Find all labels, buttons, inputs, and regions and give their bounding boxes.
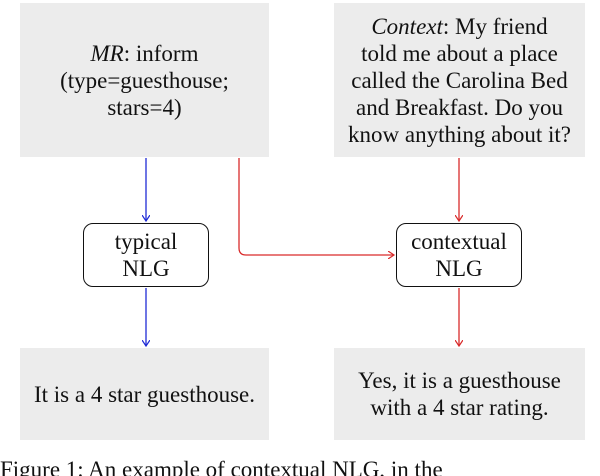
contextual-output-box: Yes, it is a guesthouse with a 4 star ra… <box>334 348 585 440</box>
mr-inform: : inform <box>123 40 199 66</box>
contextual-output-line-2: with a 4 star rating. <box>370 395 549 420</box>
contextual-output-text: Yes, it is a guesthouse with a 4 star ra… <box>358 367 561 421</box>
mr-label: MR <box>90 40 124 66</box>
typical-output-box: It is a 4 star guesthouse. <box>20 348 269 440</box>
typical-output-text: It is a 4 star guesthouse. <box>33 381 255 407</box>
mr-line-2: (type=guesthouse; <box>60 67 229 93</box>
context-line-3: called the Carolina Bed <box>351 67 568 93</box>
context-label: Context <box>371 13 443 39</box>
arrow-mr-to-contextual <box>238 158 394 255</box>
mr-line-3: stars=4) <box>107 94 182 120</box>
mr-box: MR: inform (type=guesthouse; stars=4) <box>20 3 269 157</box>
context-line-5: know anything about it? <box>348 121 571 147</box>
contextual-nlg-line-1: contextual <box>411 229 507 254</box>
typical-nlg-line-1: typical <box>114 229 178 254</box>
context-line-2: told me about a place <box>361 40 558 66</box>
typical-nlg-line-2: NLG <box>122 256 170 281</box>
context-box: Context: My friend told me about a place… <box>334 3 585 157</box>
typical-nlg-node: typical NLG <box>83 223 209 287</box>
figure-caption: Figure 1: An example of contextual NLG, … <box>0 457 443 476</box>
contextual-nlg-node: contextual NLG <box>396 223 522 287</box>
context-text: Context: My friend told me about a place… <box>348 13 571 148</box>
contextual-output-line-1: Yes, it is a guesthouse <box>358 368 561 393</box>
mr-text: MR: inform (type=guesthouse; stars=4) <box>60 40 229 121</box>
context-line-4: and Breakfast. Do you <box>356 94 563 120</box>
contextual-nlg-line-2: NLG <box>435 256 483 281</box>
context-line-1: : My friend <box>442 13 548 39</box>
